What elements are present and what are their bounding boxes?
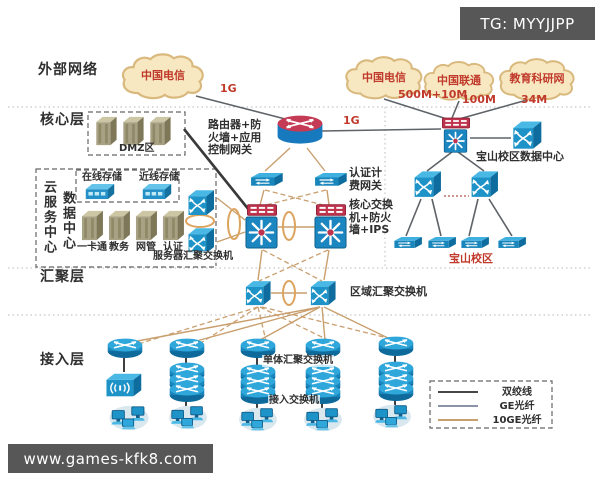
pc-group-icon xyxy=(303,407,343,432)
regional-agg-switch-icon xyxy=(245,280,272,306)
server-agg-switch-icon xyxy=(187,227,215,254)
layer-separators xyxy=(8,106,592,316)
dmz-server-icon xyxy=(150,116,171,146)
firewall-module-icon xyxy=(247,204,277,216)
core-switch-label: 核心交换机+防火墙+IPS xyxy=(349,198,393,237)
cloud-label-telecom-right: 中国电信 xyxy=(362,71,406,84)
dmz-label: DMZ区 xyxy=(119,143,155,154)
server-agg-label: 服务器汇聚交换机 xyxy=(152,251,234,263)
regional-agg-switch-icon xyxy=(310,280,337,306)
baoshan-campus-label: 宝山校区 xyxy=(449,252,493,265)
auth-gateway-switch-icon xyxy=(250,172,284,187)
layer-label-access: 接入层 xyxy=(40,352,85,368)
server-label-netmgmt: 网管 xyxy=(136,242,156,253)
auth-gateway-switch-icon xyxy=(314,172,348,187)
layer-label-core: 核心层 xyxy=(40,112,85,128)
group-boxes xyxy=(35,111,553,429)
bandwidth-label-edu: 34M xyxy=(521,93,548,106)
firewall-module-icon xyxy=(316,204,346,216)
campus-access-switch-icon xyxy=(393,236,423,249)
cloud-label-edu: 教育科研网 xyxy=(509,72,565,85)
bandwidth-label-1g-core: 1G xyxy=(343,114,360,127)
legend-line-samples xyxy=(438,391,478,421)
baoshan-dc-label: 宝山校区数据中心 xyxy=(476,150,564,163)
server-icon-netmgmt xyxy=(135,210,157,241)
cloud-label-telecom-left: 中国电信 xyxy=(141,69,185,82)
server-icon-onecard xyxy=(81,210,103,241)
campus-dc-switch-icon xyxy=(512,120,543,150)
core-switch-icon xyxy=(245,216,278,249)
layer-label-cloud-center: 云服务中心 xyxy=(40,180,56,255)
layer-label-aggregation: 汇聚层 xyxy=(40,269,85,285)
nearline-storage-label: 近线存储 xyxy=(139,172,179,183)
dmz-server-icon xyxy=(96,116,117,146)
pc-group-icon xyxy=(238,407,278,432)
wireless-ap-icon xyxy=(105,372,143,398)
server-label-auth: 认证 xyxy=(163,242,183,253)
gray-links xyxy=(195,95,528,237)
server-icon-academic xyxy=(108,210,130,241)
legend-label-10ge-fiber: 10GE光纤 xyxy=(492,415,542,426)
regional-agg-label: 区域汇聚交换机 xyxy=(350,285,427,298)
cloud-label-unicom: 中国联通 xyxy=(437,74,481,87)
top-watermark-banner: TG: MYYJJPP xyxy=(460,7,595,40)
tan-dashed-links xyxy=(137,189,397,345)
auth-gateway-label: 认证计费网关 xyxy=(349,166,382,192)
campus-distribution-switch-icon xyxy=(470,170,499,198)
single-agg-label: 单体汇聚交换机 xyxy=(262,355,334,367)
bottom-watermark-banner: www.games-kfk8.com xyxy=(8,444,213,473)
access-switch-stack-icon xyxy=(377,361,415,402)
bandwidth-label-telecom: 500M+10M xyxy=(398,88,468,101)
pc-group-icon xyxy=(168,405,208,430)
layer-label-data-center: 数据中心 xyxy=(59,191,75,251)
dmz-core-link xyxy=(182,128,251,211)
campus-distribution-switch-icon xyxy=(413,170,442,198)
campus-core-switch-icon xyxy=(443,129,468,153)
campus-access-switch-icon xyxy=(427,236,457,249)
server-label-onecard: 一卡通 xyxy=(77,242,107,253)
server-icon-auth xyxy=(162,210,184,241)
legend-label-twisted-pair: 双绞线 xyxy=(502,387,532,398)
bandwidth-label-1g-left: 1G xyxy=(220,82,237,95)
bandwidth-label-unicom: 100M xyxy=(462,93,496,106)
legend-label-ge-fiber: GE光纤 xyxy=(499,401,535,412)
single-agg-switch-icon xyxy=(168,338,206,359)
access-switch-stack-icon xyxy=(168,362,206,403)
router-icon xyxy=(276,114,324,145)
router-label: 路由器+防火墙+应用控制网关 xyxy=(208,118,262,157)
single-agg-switch-icon xyxy=(106,338,144,359)
pc-group-icon xyxy=(372,404,412,429)
campus-firewall-module-icon xyxy=(442,117,470,129)
server-label-academic: 教务 xyxy=(109,242,129,253)
layer-label-external: 外部网络 xyxy=(38,62,98,78)
access-switch-label: 接入交换机 xyxy=(268,395,320,407)
campus-access-switch-icon xyxy=(497,236,527,249)
online-storage-label: 在线存储 xyxy=(82,172,122,183)
single-agg-switch-icon xyxy=(377,336,415,357)
dmz-server-icon xyxy=(123,116,144,146)
core-switch-icon xyxy=(314,216,347,249)
campus-access-switch-icon xyxy=(460,236,490,249)
server-agg-switch-icon xyxy=(187,189,215,216)
pc-group-icon xyxy=(108,405,150,431)
nearline-storage-icon xyxy=(142,183,172,200)
online-storage-icon xyxy=(85,183,115,200)
